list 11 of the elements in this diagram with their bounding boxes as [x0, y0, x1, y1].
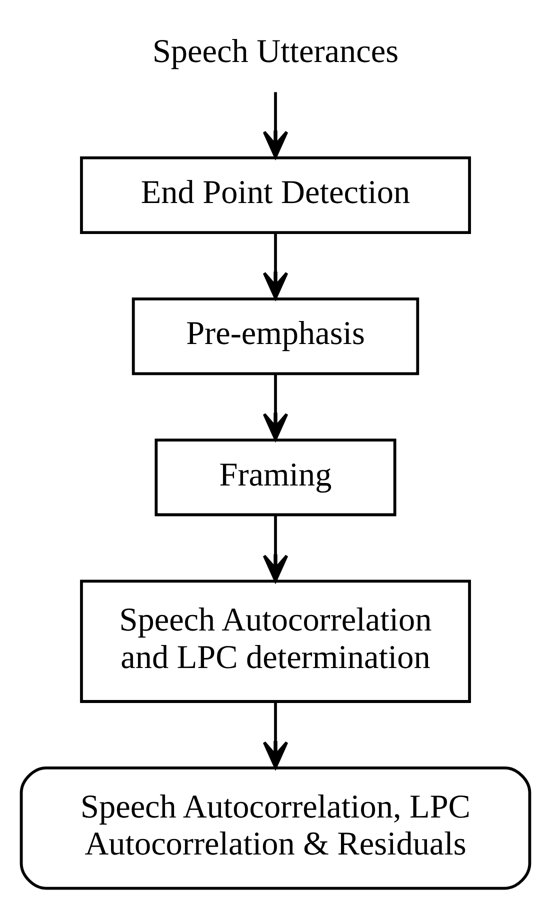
arrow: [262, 514, 288, 582]
node-box: Framing: [154, 438, 396, 516]
arrow: [262, 702, 288, 769]
node-box: Speech Autocorrelation, LPC Autocorrelation & Residuals: [19, 766, 531, 890]
node-text: Speech Utterances: [152, 32, 398, 70]
node-box: Speech Autocorrelation and LPC determination: [80, 580, 470, 703]
arrow: [262, 92, 288, 158]
arrow: [262, 233, 288, 300]
arrow: [262, 374, 288, 441]
node-box: Pre-emphasis: [131, 298, 419, 376]
node-box: End Point Detection: [80, 156, 470, 234]
